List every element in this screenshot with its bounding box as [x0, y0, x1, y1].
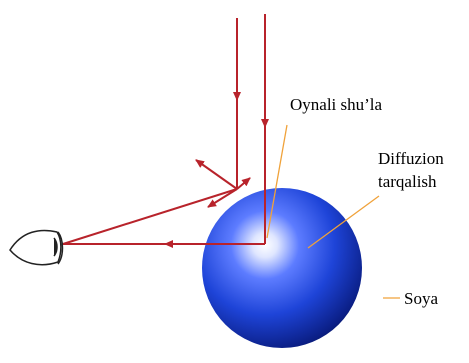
sphere [202, 188, 362, 348]
scatter-ray-up-right [237, 178, 250, 189]
scatter-ray-left [208, 189, 237, 207]
specular-highlight-label: Oynali shu’la [290, 94, 382, 115]
shadow-label: Soya [404, 288, 438, 309]
eye-icon [10, 230, 63, 264]
diffuse-scattering-label-line2: tarqalish [378, 171, 437, 192]
diffuse-scattering-label-line1: Diffuzion [378, 148, 444, 169]
scatter-ray-up-left [196, 160, 237, 189]
